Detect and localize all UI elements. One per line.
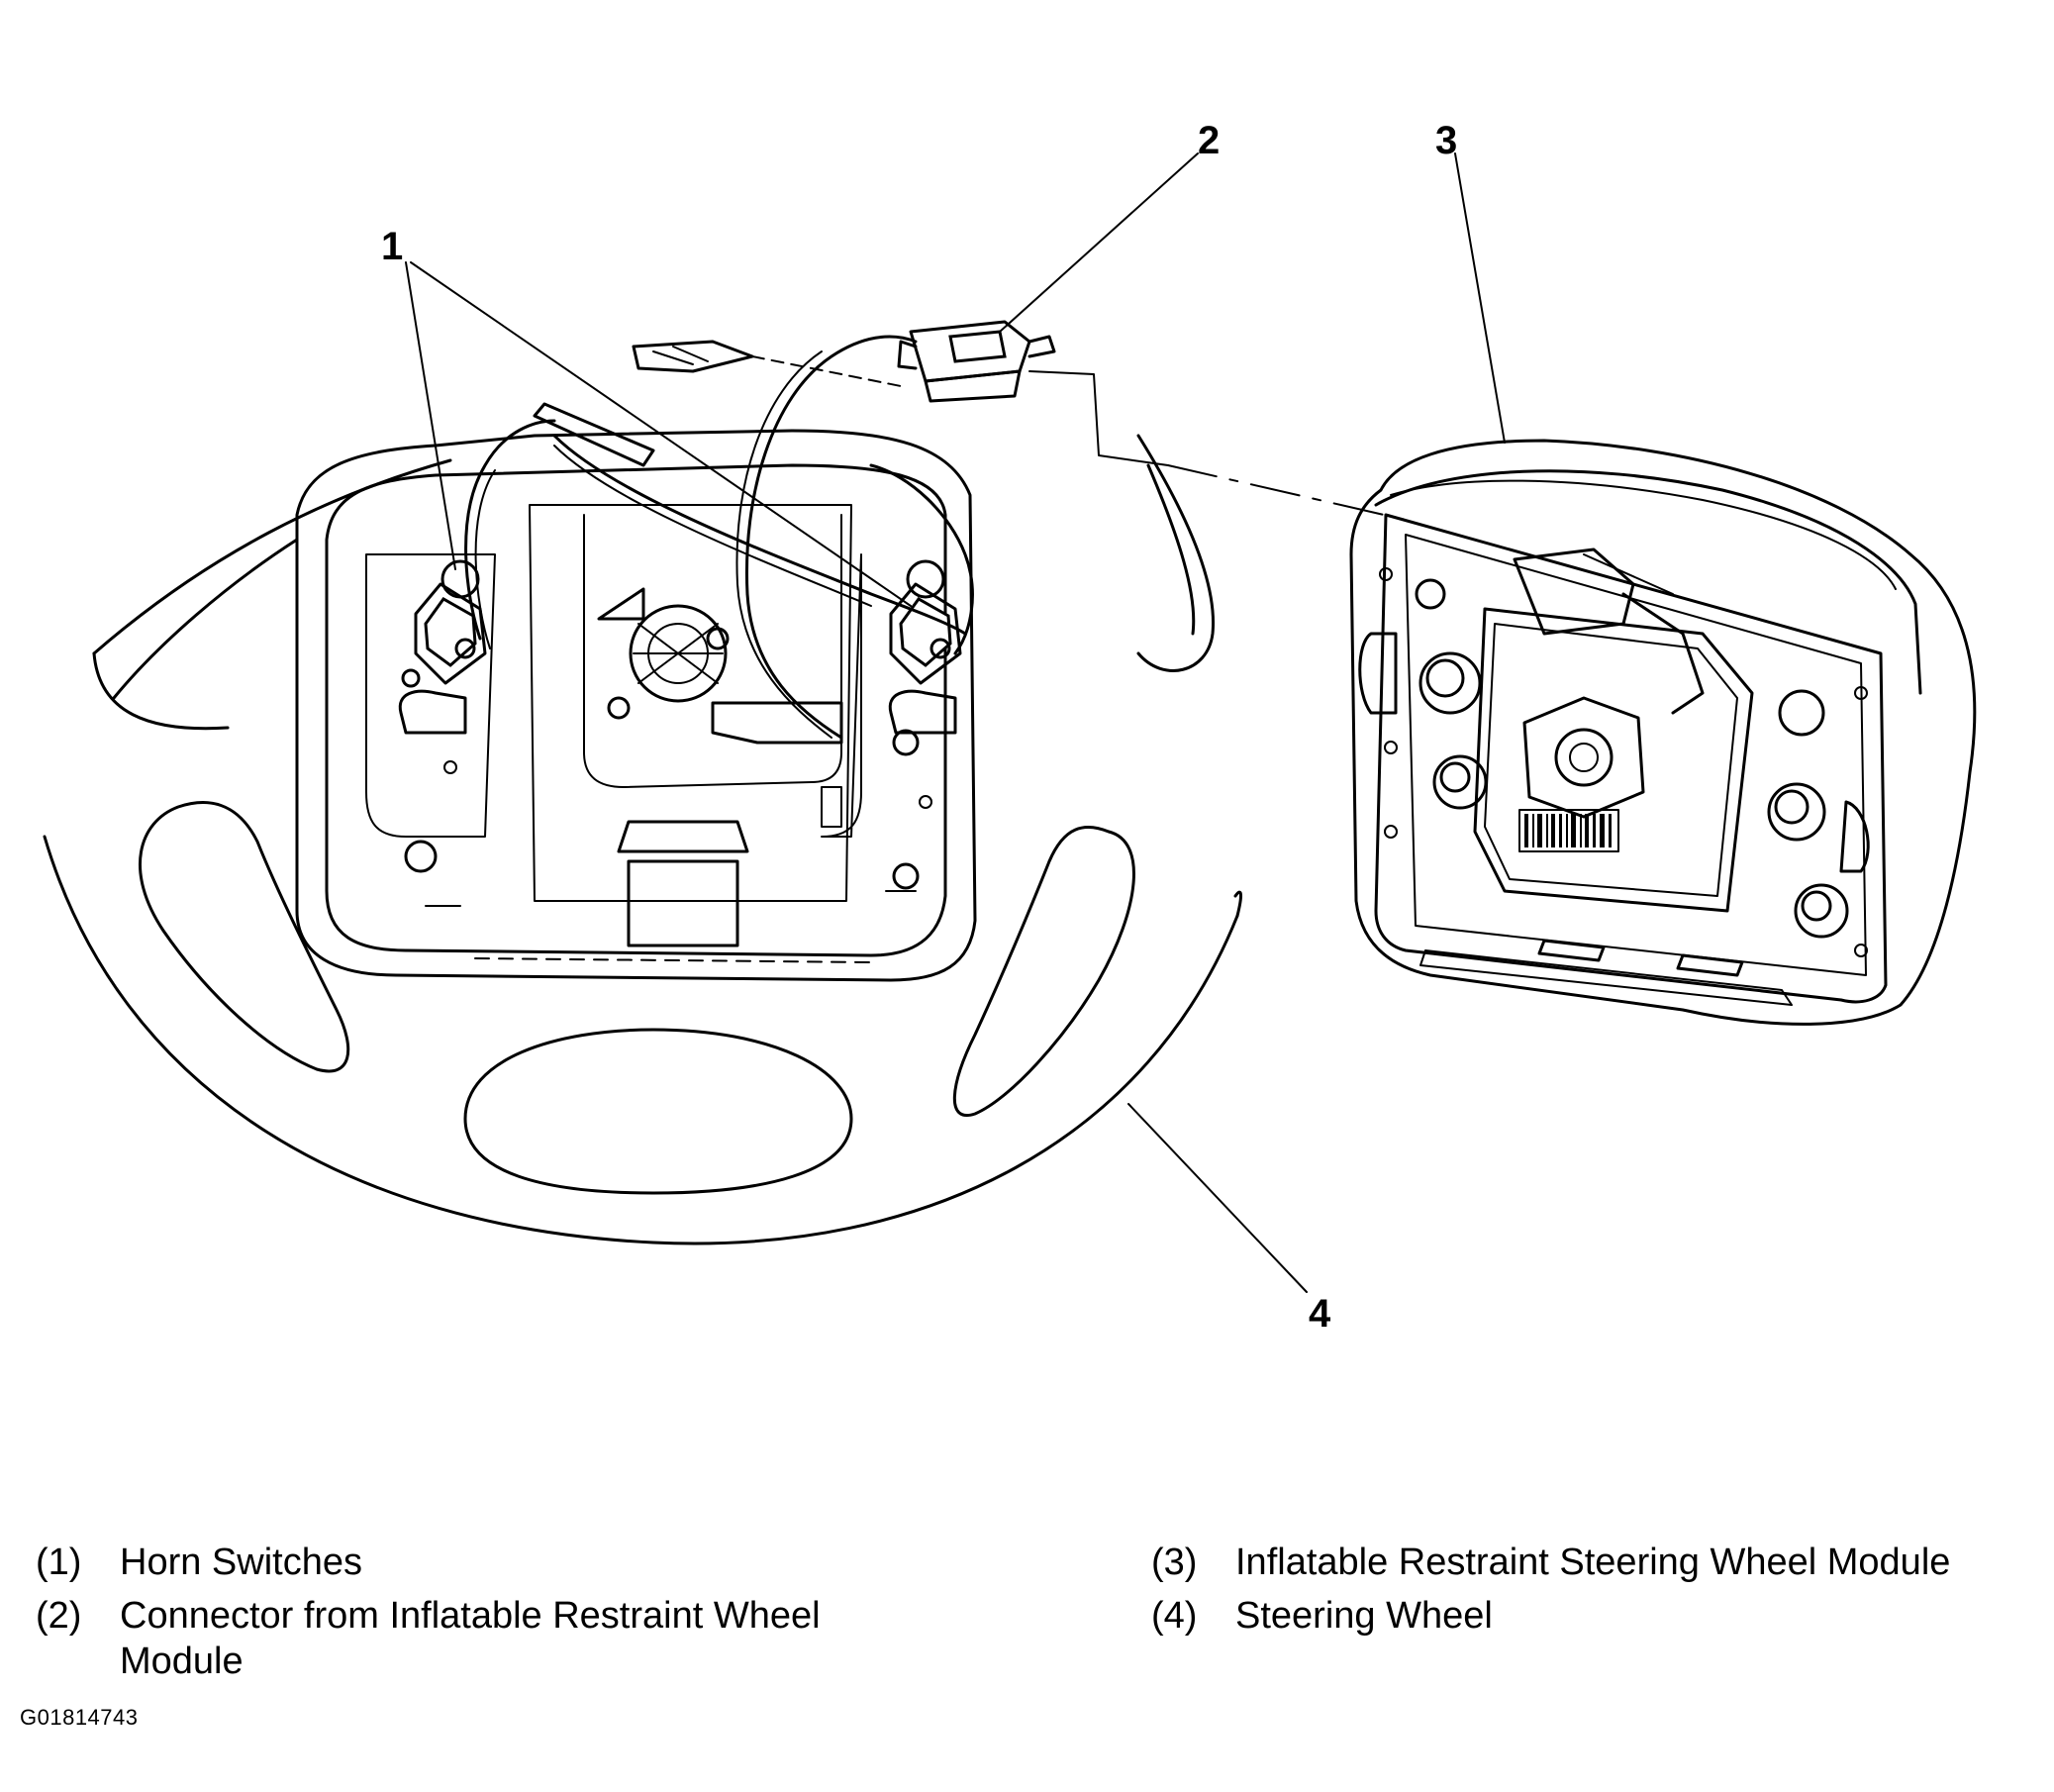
legend-number: (2) xyxy=(36,1595,82,1637)
legend-column-left: (1) Horn Switches (2) Connector from Inf… xyxy=(36,1540,927,1692)
legend-number: (4) xyxy=(1151,1595,1198,1637)
legend-label: Steering Wheel xyxy=(1235,1595,1493,1637)
callout-4: 4 xyxy=(1309,1292,1331,1336)
legend-item-airbag-module: (3) Inflatable Restraint Steering Wheel … xyxy=(1151,1540,2042,1585)
steering-wheel-airbag-diagram: 1 2 3 4 xyxy=(43,119,1977,1336)
legend-item-horn-switches: (1) Horn Switches xyxy=(36,1540,927,1585)
leader-lines xyxy=(405,152,1506,1293)
airbag-module xyxy=(1349,439,1977,1026)
legend-item-steering-wheel: (4) Steering Wheel xyxy=(1151,1593,2042,1639)
wiring-harness xyxy=(464,335,974,740)
legend-number: (1) xyxy=(36,1542,82,1583)
horn-switch-right xyxy=(888,559,962,809)
legend-column-right: (3) Inflatable Restraint Steering Wheel … xyxy=(1151,1540,2042,1646)
legend-label: Horn Switches xyxy=(120,1542,362,1583)
legend-number: (3) xyxy=(1151,1542,1198,1583)
module-connector xyxy=(632,320,1407,521)
steering-wheel xyxy=(43,429,1242,1245)
callout-1: 1 xyxy=(381,225,403,268)
horn-switch-left xyxy=(398,559,487,774)
legend: (1) Horn Switches (2) Connector from Inf… xyxy=(0,1540,2054,1698)
callout-2: 2 xyxy=(1198,119,1220,162)
callout-3: 3 xyxy=(1435,119,1457,162)
figure-id: G01814743 xyxy=(20,1705,139,1730)
legend-label: Inflatable Restraint Steering Wheel Modu… xyxy=(1235,1542,1951,1583)
legend-label: Connector from Inflatable Restraint Whee… xyxy=(120,1595,821,1682)
legend-item-connector: (2) Connector from Inflatable Restraint … xyxy=(36,1593,927,1684)
barcode-label xyxy=(1518,809,1619,852)
